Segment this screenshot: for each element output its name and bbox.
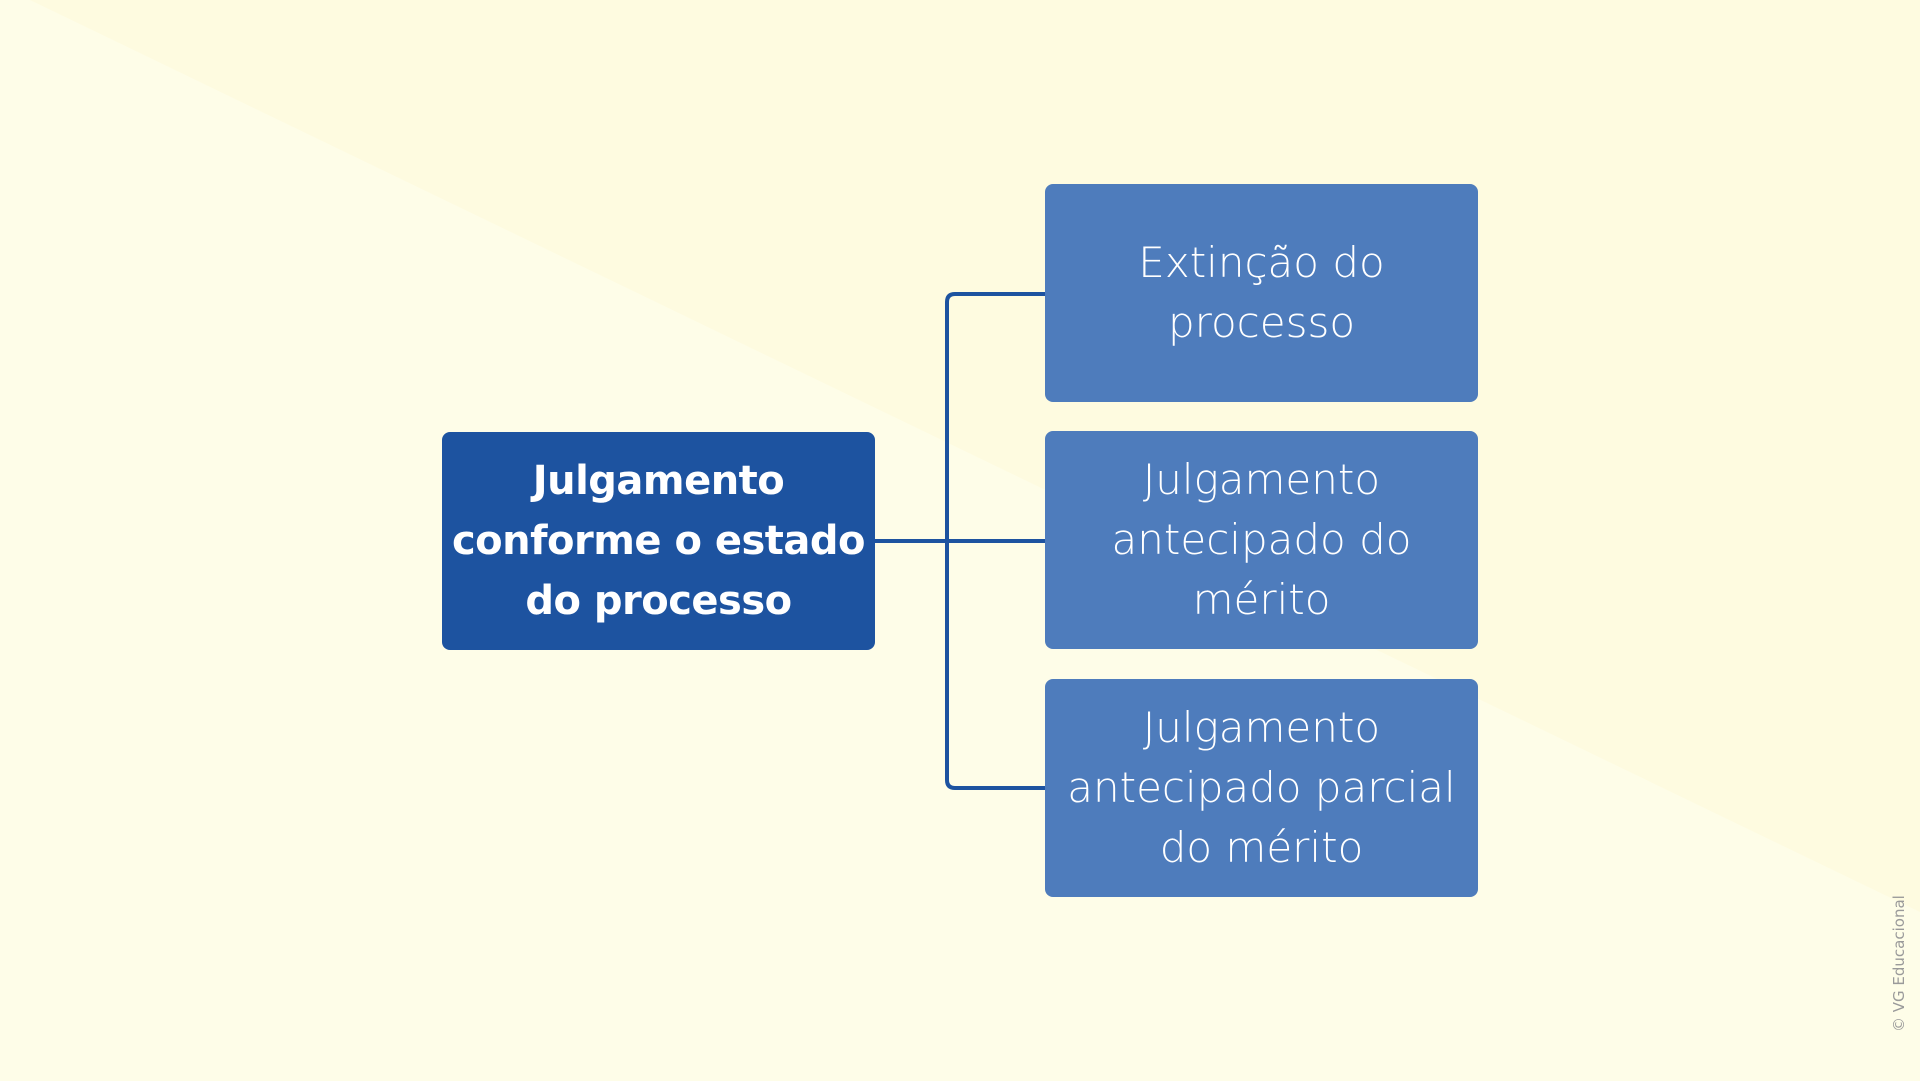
- root-node-julgamento-conforme-estado: Julgamento conforme o estado do processo: [442, 432, 875, 650]
- child-node-extincao-do-processo: Extinção do processo: [1045, 184, 1478, 402]
- copyright-watermark: © VG Educacional: [1890, 895, 1908, 1032]
- child-node-julgamento-antecipado-parcial-do-merito: Julgamento antecipado parcial do mérito: [1045, 679, 1478, 897]
- child-node-julgamento-antecipado-do-merito: Julgamento antecipado do mérito: [1045, 431, 1478, 649]
- connector-trunk: [945, 292, 1045, 790]
